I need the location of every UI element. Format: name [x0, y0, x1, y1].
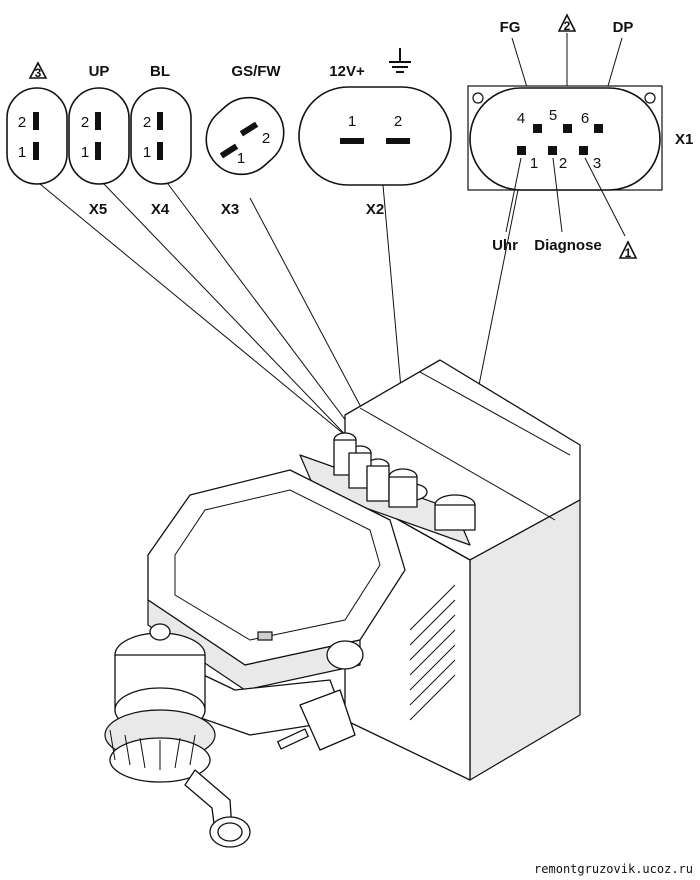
pin-label: 1: [18, 144, 26, 161]
connector-x5: 3 2 1: [6, 61, 68, 185]
pin-label: 1: [81, 144, 89, 161]
outlet-pipe: [184, 769, 251, 848]
socket-block: [299, 432, 476, 546]
connector-up: UP 2 1: [68, 63, 130, 185]
connector-name: X1: [675, 131, 693, 148]
pin-label: 3: [593, 155, 601, 172]
connector-name: X3: [221, 201, 239, 218]
connector-x4: BL 2 1: [130, 63, 192, 185]
connector-label: FG: [500, 19, 521, 36]
pin-label: 5: [549, 107, 557, 124]
watermark-text: remontgruzovik.ucoz.ru: [534, 862, 693, 876]
connector-label: Diagnose: [534, 237, 602, 254]
pin-label: 1: [237, 150, 245, 167]
pin-label: 2: [559, 155, 567, 172]
ground-icon: [389, 48, 411, 73]
connector-name: X2: [366, 201, 384, 218]
pin-label: 6: [581, 110, 589, 127]
svg-text:1: 1: [625, 246, 632, 260]
connector-label: BL: [150, 63, 170, 80]
pin-label: 2: [262, 130, 270, 147]
warning-triangle-icon: 2: [557, 13, 577, 33]
pin-label: 2: [18, 114, 26, 131]
pin-label: 1: [143, 144, 151, 161]
connector-label: Uhr: [492, 237, 518, 254]
pin-label: 2: [394, 113, 402, 130]
svg-text:2: 2: [564, 19, 571, 33]
connector-name: X5: [89, 201, 107, 218]
pin-label: 1: [348, 113, 356, 130]
pump: [104, 623, 216, 783]
pin-label: 2: [81, 114, 89, 131]
connector-label: 12V+: [329, 63, 365, 80]
warning-triangle-icon: 1: [618, 240, 638, 260]
pin-label: 4: [517, 110, 525, 127]
connector-label: GS/FW: [231, 63, 281, 80]
heater-unit: [104, 359, 581, 848]
connector-x3: GS/FW 2 1: [205, 63, 285, 176]
connector-x2: 12V+ 1 2: [298, 48, 452, 186]
pin-label: 2: [143, 114, 151, 131]
connector-label: DP: [613, 19, 634, 36]
connector-name: X4: [151, 201, 170, 218]
pin-label: 1: [530, 155, 538, 172]
connector-label: UP: [89, 63, 110, 80]
svg-text:3: 3: [35, 66, 42, 80]
warning-triangle-icon: 3: [28, 61, 48, 80]
connector-x1: FG 2 DP 4 5 6 1 2 3 X1 Uhr Diagnose: [467, 13, 693, 260]
glow-plug-nozzle: [277, 640, 364, 751]
